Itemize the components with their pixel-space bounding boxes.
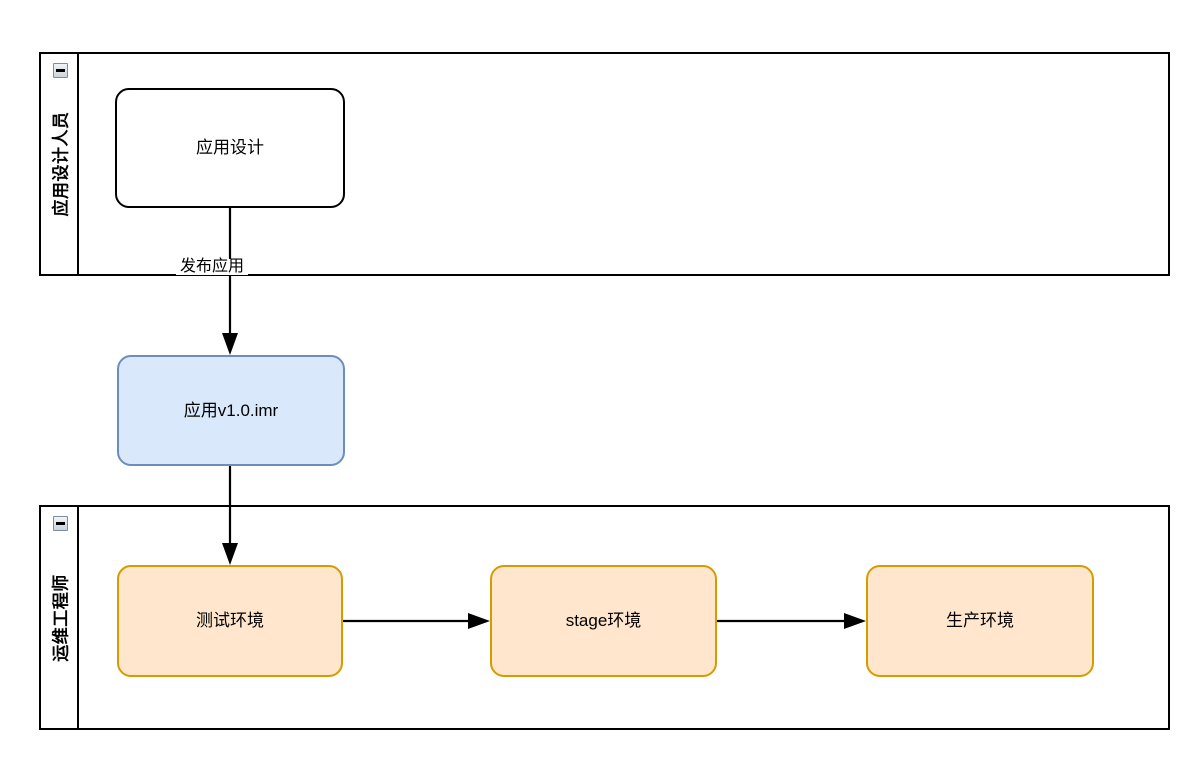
node-stage-environment[interactable]: stage环境	[490, 565, 717, 677]
node-application-design-label: 应用设计	[196, 138, 264, 158]
swimlane-designer-title: 应用设计人员	[51, 111, 71, 217]
node-production-environment[interactable]: 生产环境	[866, 565, 1094, 677]
node-production-environment-label: 生产环境	[946, 611, 1014, 631]
node-application-design[interactable]: 应用设计	[115, 88, 345, 208]
node-application-package-label: 应用v1.0.imr	[183, 400, 279, 420]
edge-design-to-package-label: 发布应用	[176, 259, 249, 275]
swimlane-ops-title: 运维工程师	[51, 573, 71, 662]
node-stage-environment-label: stage环境	[565, 611, 642, 631]
edge-design-to-package-arrowhead	[222, 333, 238, 355]
swimlane-ops-header[interactable]: 运维工程师	[41, 507, 79, 728]
node-application-package[interactable]: 应用v1.0.imr	[117, 355, 345, 466]
swimlane-designer-header[interactable]: 应用设计人员	[41, 54, 79, 274]
node-test-environment[interactable]: 测试环境	[117, 565, 343, 677]
collapse-minus-icon[interactable]	[53, 63, 68, 78]
node-test-environment-label: 测试环境	[196, 611, 264, 631]
collapse-minus-icon[interactable]	[53, 516, 68, 531]
